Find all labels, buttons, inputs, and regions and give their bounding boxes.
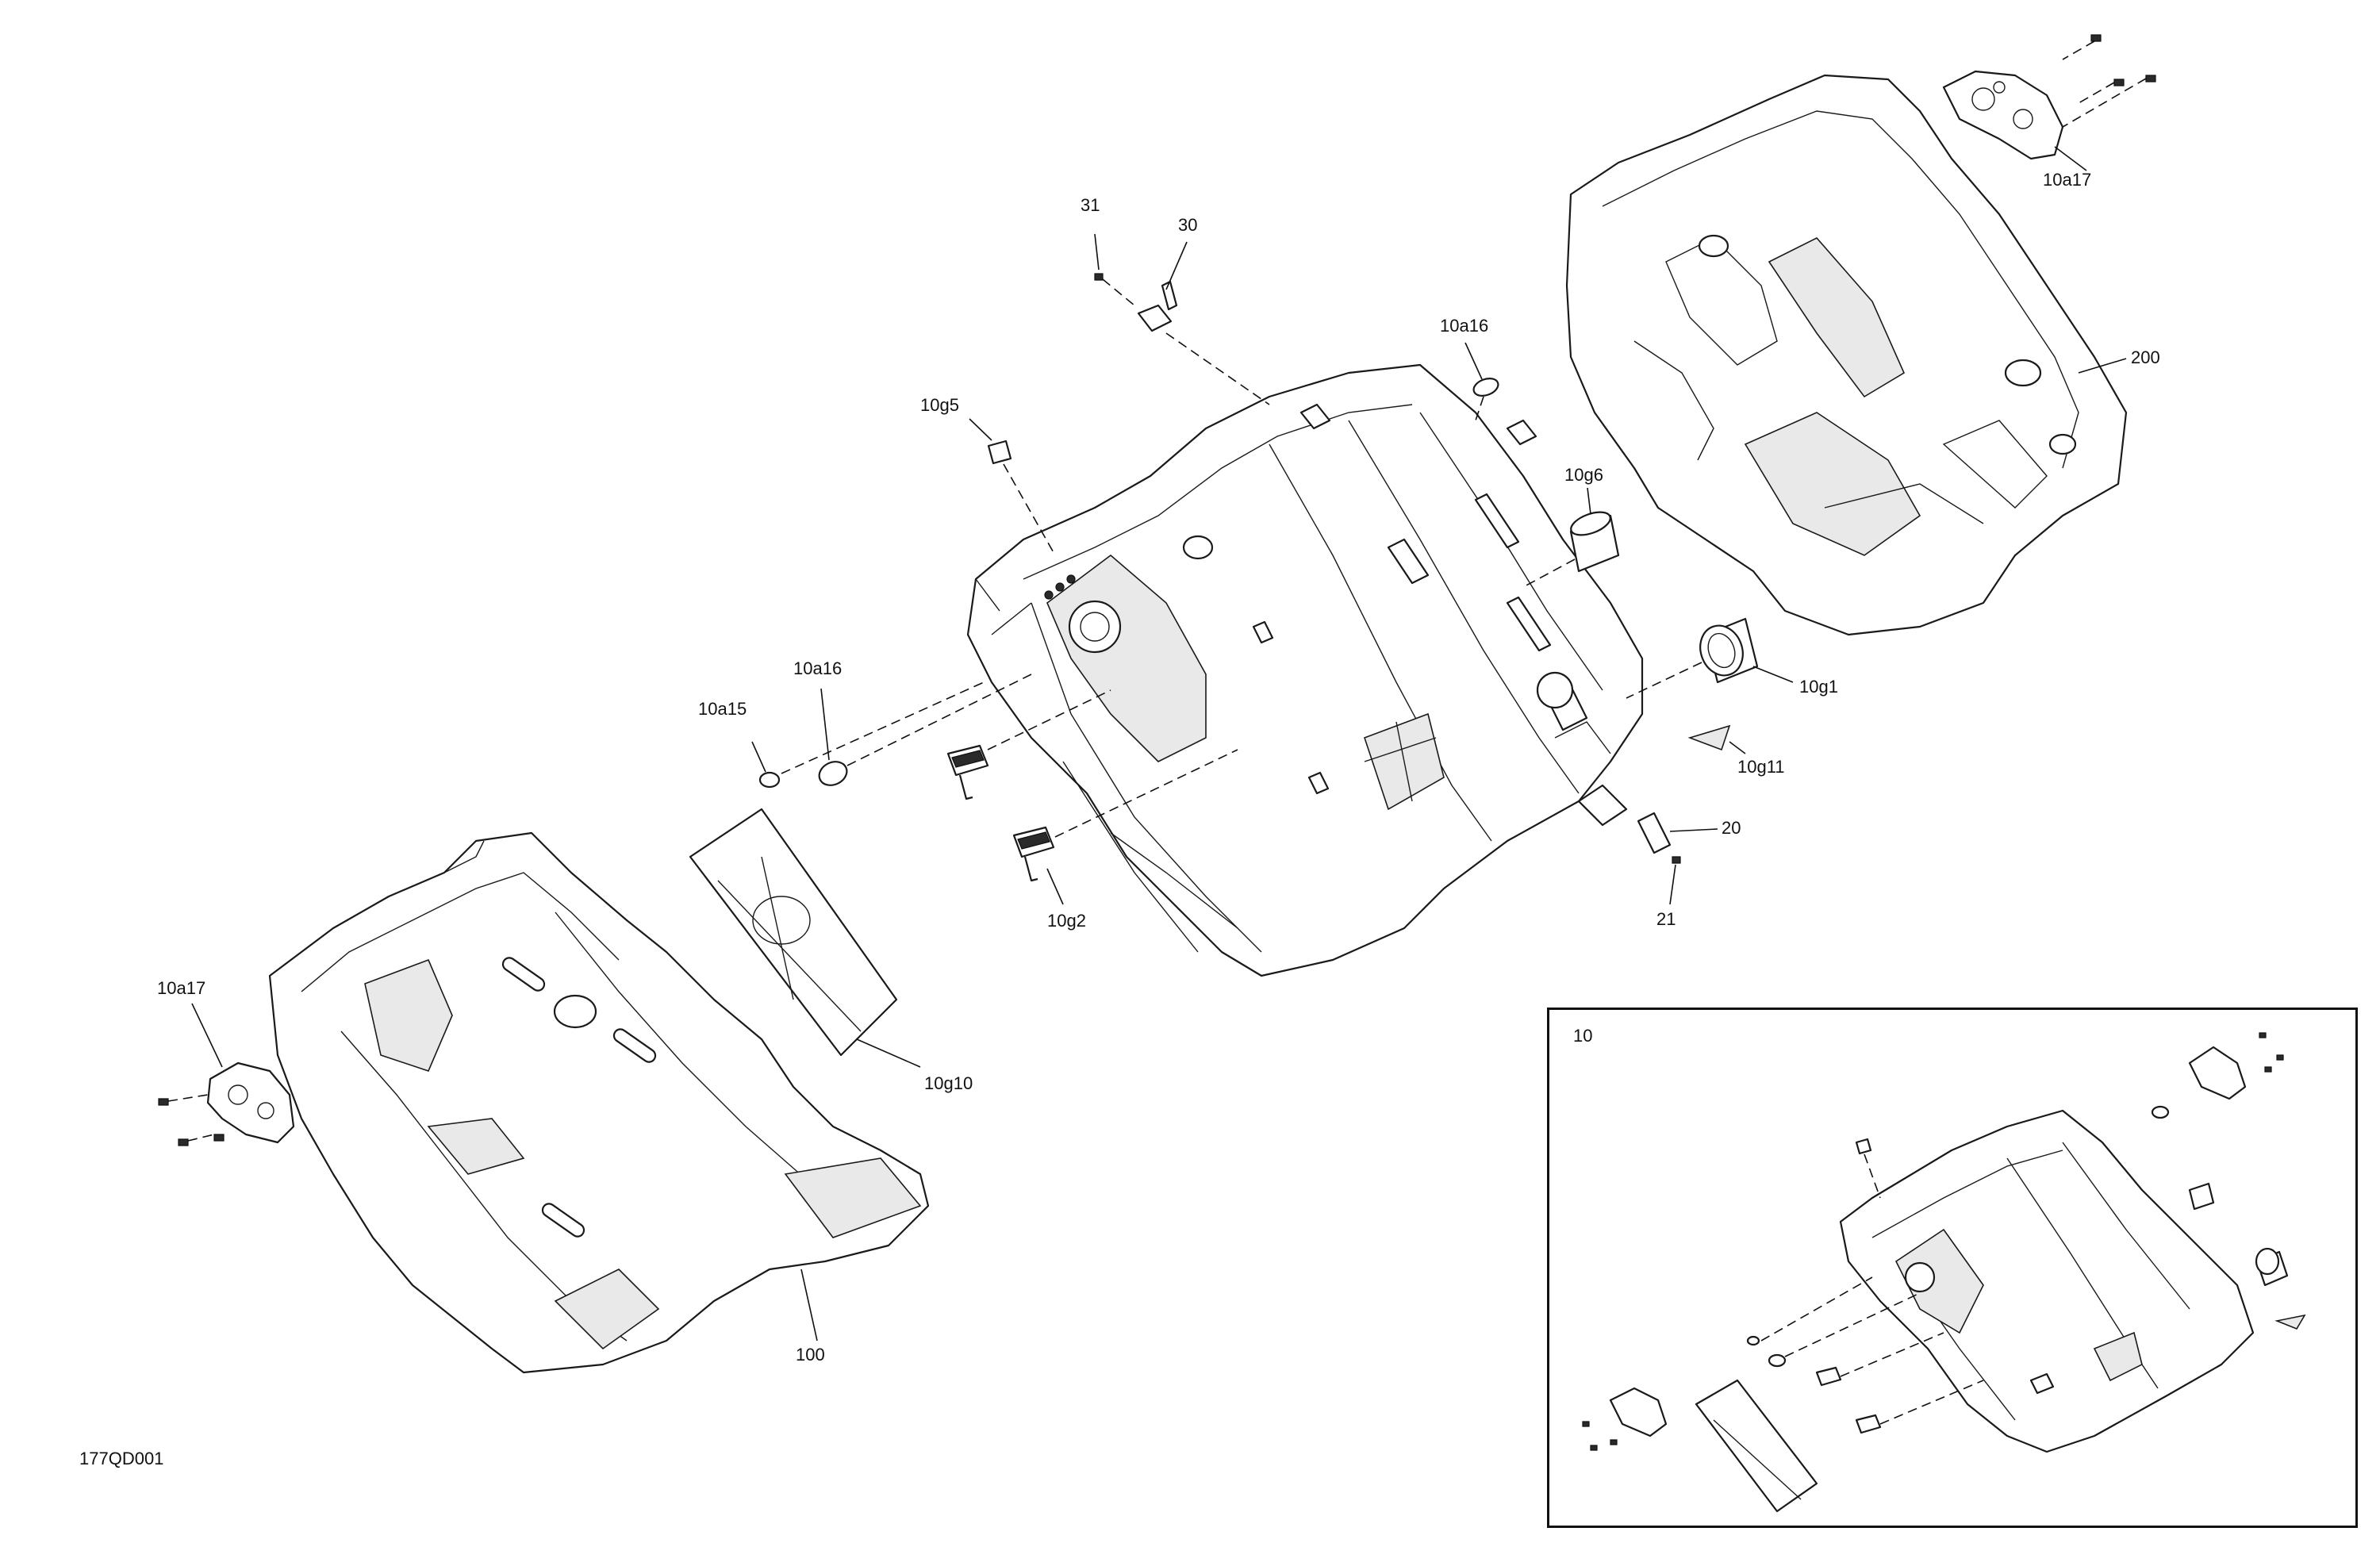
callout-20: 20 — [1722, 818, 1741, 838]
screws-top-right — [2062, 34, 2156, 128]
part-21-screw — [1669, 856, 1681, 905]
part-10g11-label — [1687, 724, 1746, 754]
part-10-main-housing — [966, 363, 1644, 977]
leader-10g5 — [969, 418, 992, 441]
callout-10g5: 10g5 — [920, 395, 959, 415]
part-10a16-top-washer — [1472, 378, 1499, 421]
callout-10a16-top: 10a16 — [1440, 316, 1489, 336]
part-10g5-cap — [987, 439, 1056, 556]
drawing-code: 177QD001 — [79, 1449, 164, 1468]
callout-31: 31 — [1081, 195, 1100, 215]
callout-10a17-top: 10a17 — [2043, 170, 2092, 190]
callout-30: 30 — [1178, 215, 1198, 235]
inset-frame — [1547, 1008, 2358, 1528]
part-100-lower-cover — [268, 831, 930, 1374]
callout-10g10: 10g10 — [924, 1073, 973, 1093]
screws-left — [158, 1094, 225, 1146]
callout-10g6: 10g6 — [1564, 465, 1603, 485]
leader-10a16-top — [1464, 342, 1483, 380]
leader-200 — [2078, 358, 2127, 374]
part-31-screw — [1094, 273, 1135, 306]
part-20-fitting — [1637, 812, 1718, 854]
leader-30 — [1165, 241, 1188, 290]
part-10a17-top-bracket — [1942, 70, 2087, 171]
part-10a15-plug — [751, 681, 985, 789]
part-10g1-connector — [1626, 617, 1794, 699]
part-10g6-bushing — [1522, 511, 1620, 588]
part-30-fitting — [1137, 280, 1270, 405]
part-10a17-left-bracket — [191, 1003, 295, 1144]
part-10g2-grommets — [946, 689, 1238, 953]
leader-10g6 — [1587, 487, 1591, 515]
inset-label: 10 — [1573, 1026, 1593, 1046]
callout-10g11: 10g11 — [1737, 757, 1785, 777]
part-10a16-left-washer — [818, 674, 1032, 786]
callout-10g2: 10g2 — [1047, 911, 1086, 931]
leader-31 — [1094, 233, 1100, 271]
callout-200: 200 — [2131, 347, 2160, 367]
callout-21: 21 — [1656, 909, 1676, 929]
part-10g10-panel — [689, 808, 921, 1068]
callout-10a15: 10a15 — [698, 699, 747, 719]
part-200-upper-cover — [1565, 74, 2128, 636]
inset-assembled-view — [1582, 1032, 2306, 1513]
callout-10g1: 10g1 — [1799, 677, 1838, 697]
callout-10a17-left: 10a17 — [157, 978, 206, 998]
callout-100: 100 — [796, 1345, 825, 1365]
callout-10a16-left: 10a16 — [793, 658, 843, 678]
